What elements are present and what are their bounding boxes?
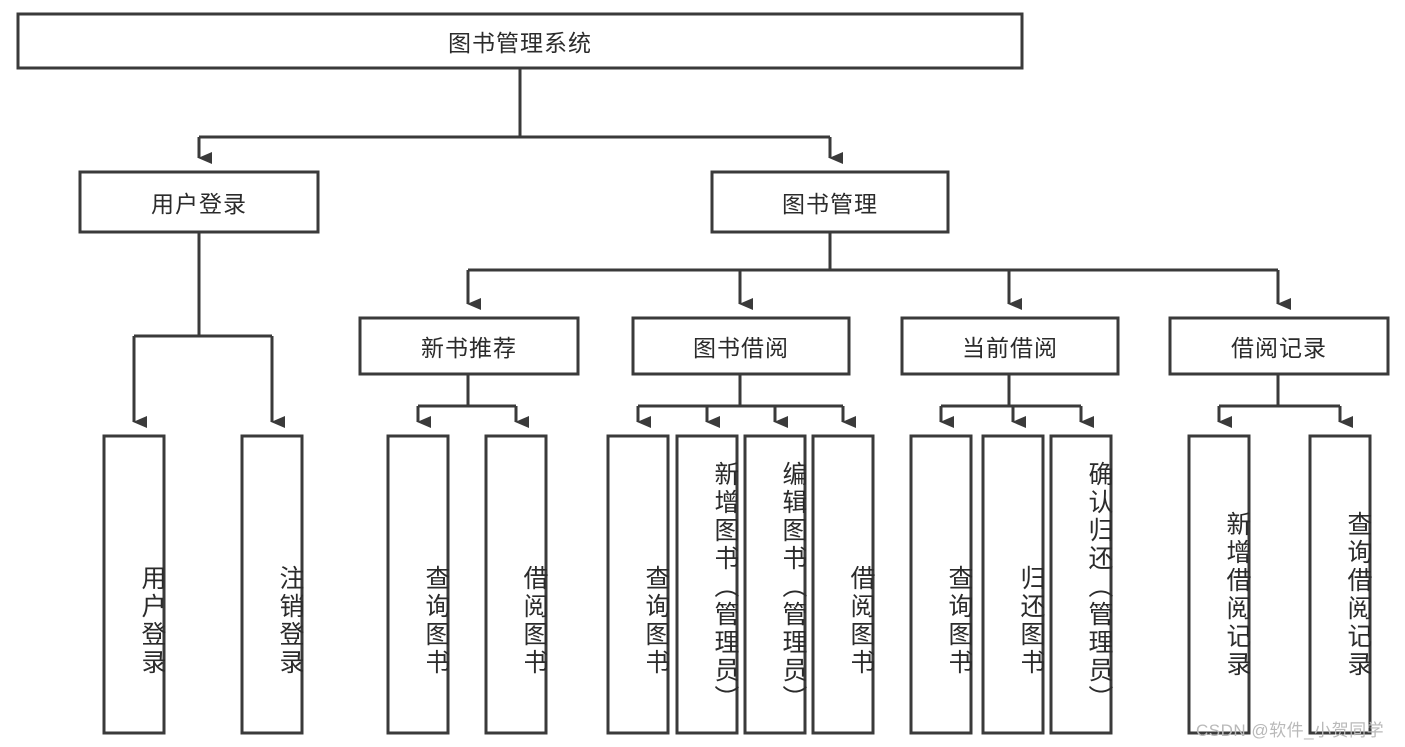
node-box-leaf-add-book[interactable] — [675, 434, 739, 735]
node-box-leaf-confirm-return[interactable] — [1049, 434, 1113, 735]
node-box-leaf-query-book-2[interactable] — [606, 434, 670, 735]
node-box-leaf-edit-book[interactable] — [743, 434, 807, 735]
node-box-leaf-return-book[interactable] — [981, 434, 1045, 735]
node-box-leaf-borrow-book-2[interactable] — [811, 434, 875, 735]
node-box-leaf-user-login[interactable] — [102, 434, 166, 735]
node-box-borrow-record[interactable] — [1168, 316, 1390, 376]
node-box-leaf-add-record[interactable] — [1187, 434, 1251, 735]
node-box-root[interactable] — [16, 12, 1024, 70]
node-box-new-book-recommend[interactable] — [358, 316, 580, 376]
node-box-leaf-query-book-3[interactable] — [909, 434, 973, 735]
node-box-leaf-query-record[interactable] — [1308, 434, 1372, 735]
node-box-book-management[interactable] — [710, 170, 950, 234]
node-box-current-borrow[interactable] — [900, 316, 1120, 376]
node-box-user-login[interactable] — [78, 170, 320, 234]
node-box-leaf-borrow-book-1[interactable] — [484, 434, 548, 735]
node-box-book-borrow[interactable] — [631, 316, 851, 376]
node-box-leaf-query-book-1[interactable] — [386, 434, 450, 735]
node-box-leaf-logout[interactable] — [240, 434, 304, 735]
watermark-text: CSDN @软件_小贺同学 — [1196, 721, 1385, 740]
